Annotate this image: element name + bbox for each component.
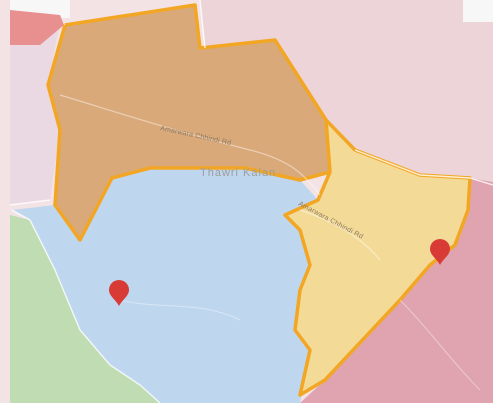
road-line bbox=[59, 94, 321, 196]
place-label: Thawri Kalan bbox=[200, 167, 276, 179]
marker-yellow-region[interactable] bbox=[430, 239, 450, 265]
region-brown[interactable] bbox=[48, 5, 330, 240]
region-boundary-line bbox=[9, 199, 51, 206]
brown-region-outline bbox=[46, 3, 332, 242]
region-pink-left[interactable] bbox=[10, 20, 60, 205]
region-boundary-line bbox=[199, 0, 206, 49]
region-red-corner[interactable] bbox=[10, 10, 64, 45]
map-pin-icon bbox=[430, 239, 450, 265]
region-crimson-bottom-right[interactable] bbox=[300, 178, 493, 403]
map-pin-icon bbox=[109, 280, 129, 306]
road-line bbox=[399, 299, 481, 391]
region-pink-top-right[interactable] bbox=[200, 0, 493, 185]
region-yellow[interactable] bbox=[285, 120, 470, 395]
road-line bbox=[299, 209, 381, 261]
road-line bbox=[119, 299, 241, 321]
marker-blue-region[interactable] bbox=[109, 280, 129, 306]
region-boundary-line bbox=[354, 149, 493, 186]
region-green-bottom-left[interactable] bbox=[10, 215, 160, 403]
region-boundary-line bbox=[11, 209, 161, 403]
map-white-tile-top-right bbox=[463, 0, 493, 22]
